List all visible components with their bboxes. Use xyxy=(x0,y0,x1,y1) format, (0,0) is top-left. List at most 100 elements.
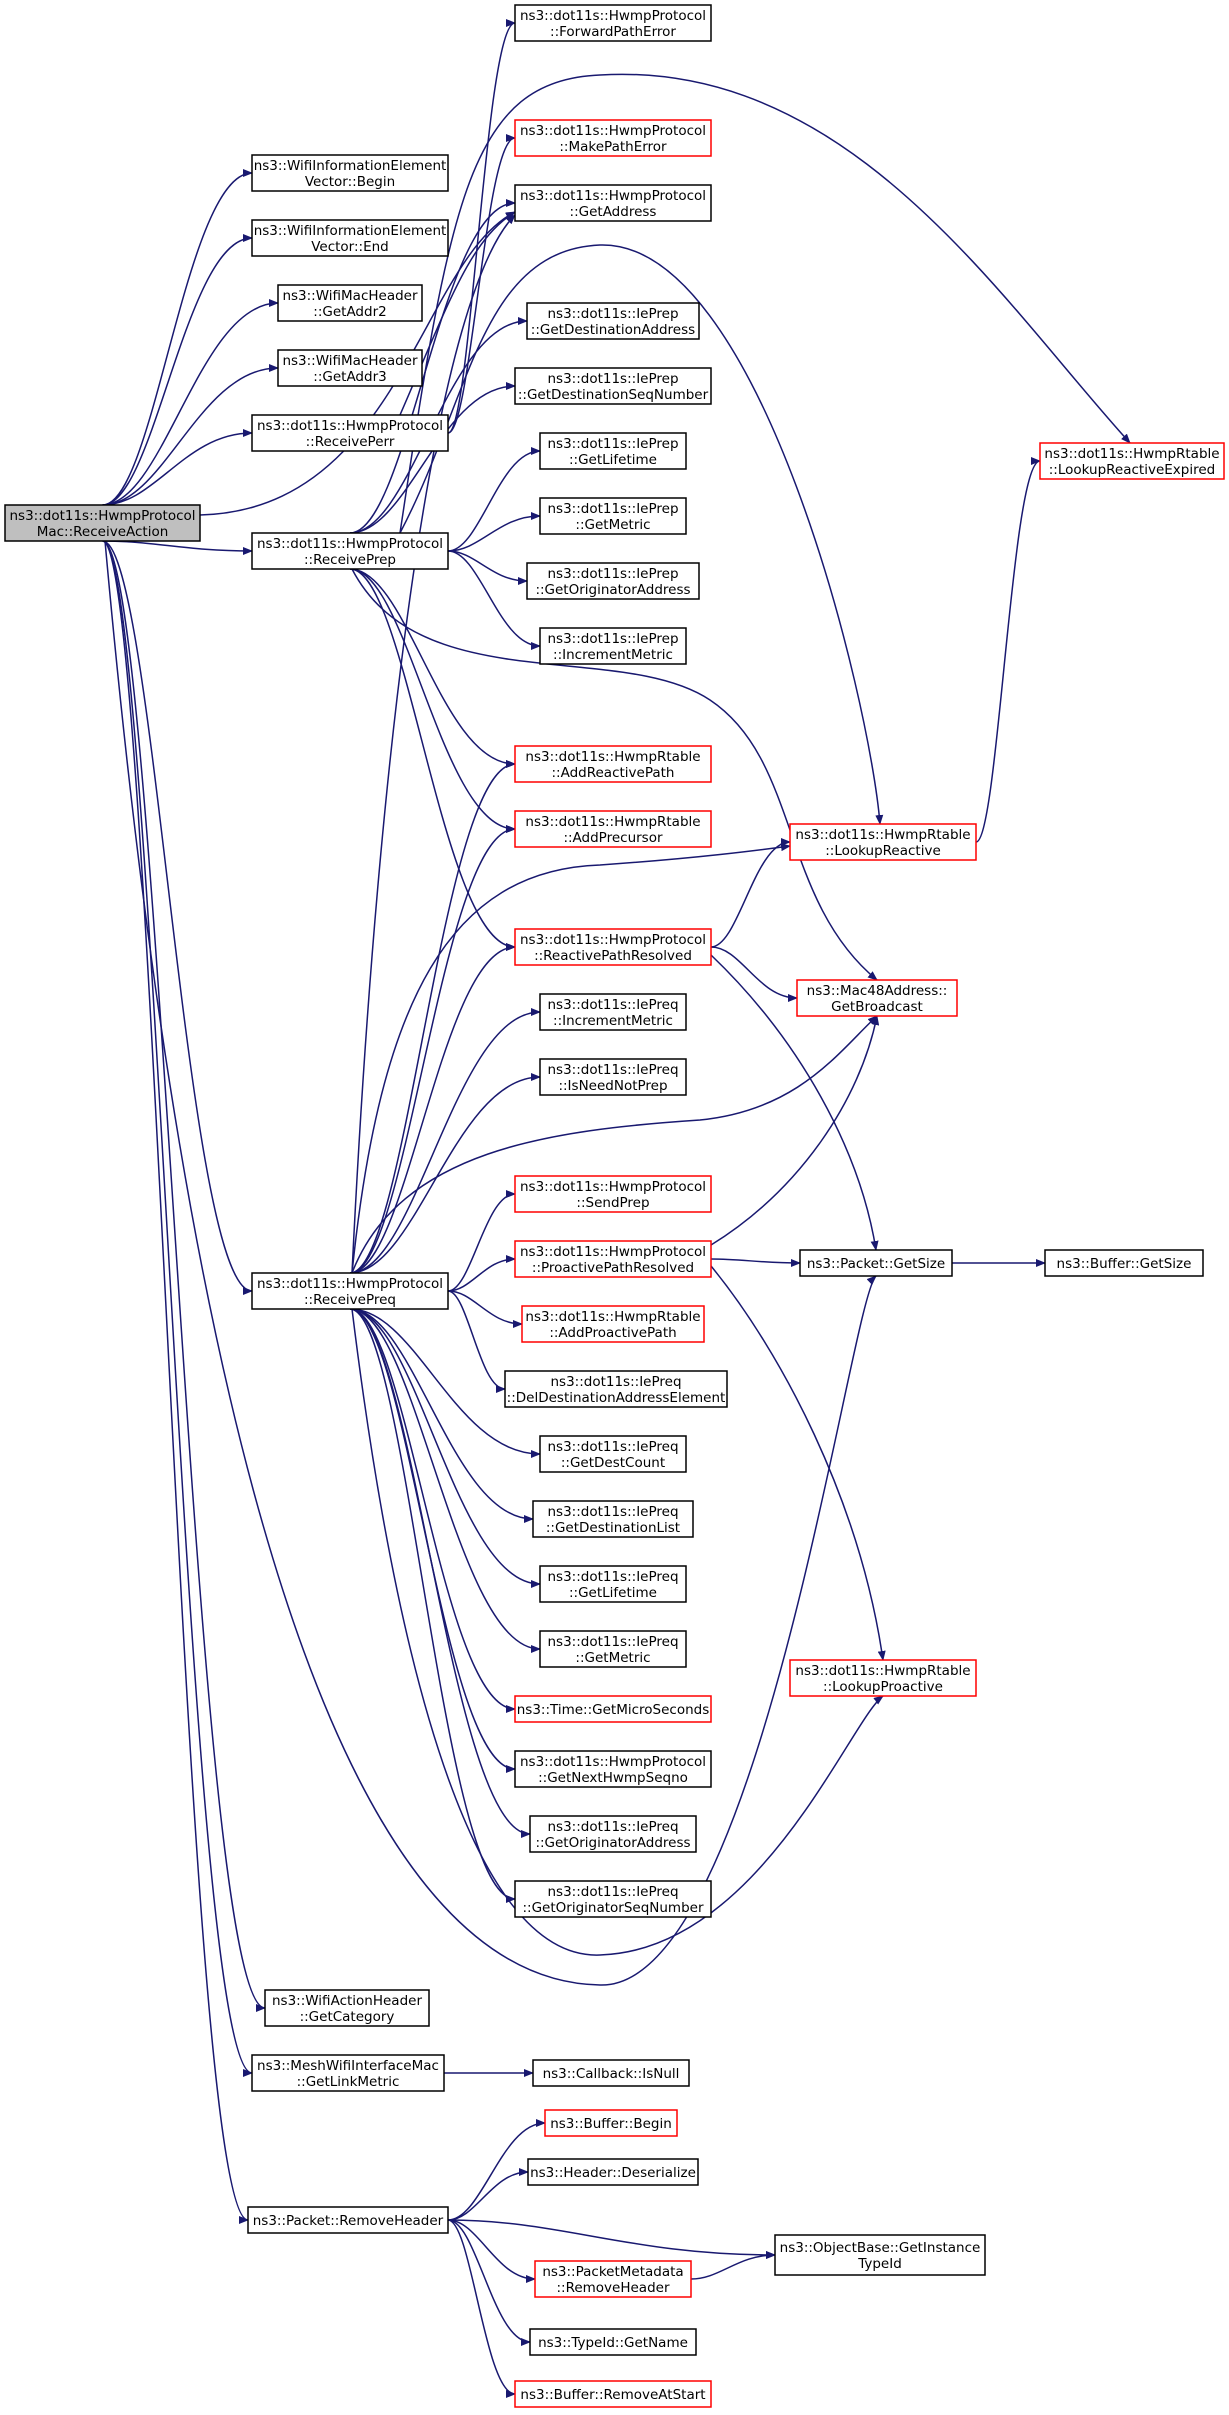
node-preq-increment-metric[interactable]: ns3::dot11s::IePreq::IncrementMetric xyxy=(539,993,687,1031)
node-label-line: ::GetCategory xyxy=(300,2009,395,2025)
node-box xyxy=(539,1058,687,1096)
node-receive-perr[interactable]: ns3::dot11s::HwmpProtocol::ReceivePerr xyxy=(251,414,449,452)
node-box xyxy=(251,532,449,570)
node-preq-get-lifetime[interactable]: ns3::dot11s::IePreq::GetLifetime xyxy=(539,1565,687,1603)
node-get-addr3[interactable]: ns3::WifiMacHeader::GetAddr3 xyxy=(277,349,423,387)
node-packet-metadata-remove-header[interactable]: ns3::PacketMetadata::RemoveHeader xyxy=(534,2260,692,2298)
node-label-line: ns3::dot11s::HwmpProtocol xyxy=(520,1754,706,1770)
node-box xyxy=(774,2234,986,2276)
node-proactive-path-resolved[interactable]: ns3::dot11s::HwmpProtocol::ProactivePath… xyxy=(514,1240,712,1278)
node-preq-get-orig-seq[interactable]: ns3::dot11s::IePreq::GetOriginatorSeqNum… xyxy=(514,1880,712,1918)
node-add-reactive-path[interactable]: ns3::dot11s::HwmpRtable::AddReactivePath xyxy=(514,745,712,783)
node-lookup-reactive-expired[interactable]: ns3::dot11s::HwmpRtable::LookupReactiveE… xyxy=(1039,442,1225,480)
node-make-path-error[interactable]: ns3::dot11s::HwmpProtocol::MakePathError xyxy=(514,119,712,157)
node-get-addr2[interactable]: ns3::WifiMacHeader::GetAddr2 xyxy=(277,284,423,322)
node-label-line: ns3::Buffer::GetSize xyxy=(1057,1256,1192,1272)
node-box xyxy=(4,504,201,542)
node-receive-action[interactable]: ns3::dot11s::HwmpProtocolMac::ReceiveAct… xyxy=(4,504,201,542)
edge-receive-prep-to-prep-get-metric xyxy=(447,512,541,552)
node-label-line: ns3::dot11s::HwmpRtable xyxy=(525,749,700,765)
node-label-line: ::GetAddr2 xyxy=(313,304,386,320)
node-prep-increment-metric[interactable]: ns3::dot11s::IePrep::IncrementMetric xyxy=(539,627,687,665)
node-send-prep[interactable]: ns3::dot11s::HwmpProtocol::SendPrep xyxy=(514,1175,712,1213)
node-box xyxy=(514,1880,712,1918)
node-preq-get-dest-list[interactable]: ns3::dot11s::IePreq::GetDestinationList xyxy=(532,1500,694,1538)
edge-receive-action-to-get-addr3 xyxy=(102,364,279,506)
node-label-line: ns3::dot11s::HwmpProtocol xyxy=(520,1179,706,1195)
node-get-next-hwmp-seqno[interactable]: ns3::dot11s::HwmpProtocol::GetNextHwmpSe… xyxy=(514,1750,712,1788)
node-box xyxy=(529,1815,697,1853)
node-label-line: ns3::dot11s::IePrep xyxy=(547,306,678,322)
node-lookup-reactive[interactable]: ns3::dot11s::HwmpRtable::LookupReactive xyxy=(789,823,977,861)
node-prep-get-lifetime[interactable]: ns3::dot11s::IePrep::GetLifetime xyxy=(539,432,687,470)
node-buffer-begin[interactable]: ns3::Buffer::Begin xyxy=(544,2109,678,2137)
node-label-line: ::GetAddress xyxy=(570,204,657,220)
edge-receive-action-to-packet-get-size xyxy=(104,540,877,1986)
node-label-line: ::IsNeedNotPrep xyxy=(558,1078,667,1094)
node-typeid-get-name[interactable]: ns3::TypeId::GetName xyxy=(529,2328,697,2356)
edge-receive-preq-to-preq-get-orig-seq xyxy=(349,1308,516,1903)
node-label-line: ns3::dot11s::HwmpProtocol xyxy=(9,508,195,524)
node-callback-is-null[interactable]: ns3::Callback::IsNull xyxy=(532,2059,690,2087)
node-label-line: ns3::WifiActionHeader xyxy=(272,1993,422,2009)
node-wah-get-category[interactable]: ns3::WifiActionHeader::GetCategory xyxy=(264,1989,430,2027)
edge-receive-action-to-receive-perr xyxy=(102,429,253,506)
node-prep-get-metric[interactable]: ns3::dot11s::IePrep::GetMetric xyxy=(539,497,687,535)
node-label-line: ns3::dot11s::IePrep xyxy=(547,501,678,517)
node-prep-get-dest-addr[interactable]: ns3::dot11s::IePrep::GetDestinationAddre… xyxy=(526,302,700,340)
node-label-line: ::GetDestinationAddress xyxy=(531,322,695,338)
node-preq-get-orig-addr[interactable]: ns3::dot11s::IePreq::GetOriginatorAddres… xyxy=(529,1815,697,1853)
node-label-line: ns3::dot11s::HwmpProtocol xyxy=(257,536,443,552)
node-del-dest-addr-element[interactable]: ns3::dot11s::IePreq::DelDestinationAddre… xyxy=(504,1370,728,1408)
node-box xyxy=(514,4,712,42)
edge-proactive-path-resolved-to-mac48-get-broadcast xyxy=(710,1015,880,1246)
node-preq-get-dest-count[interactable]: ns3::dot11s::IePreq::GetDestCount xyxy=(539,1435,687,1473)
node-packet-get-size[interactable]: ns3::Packet::GetSize xyxy=(799,1249,953,1277)
node-get-link-metric[interactable]: ns3::MeshWifiInterfaceMac::GetLinkMetric xyxy=(251,2054,445,2092)
node-label-line: ns3::WifiMacHeader xyxy=(282,288,418,304)
edge-receive-action-to-receive-prep xyxy=(102,540,253,555)
edge-receive-preq-to-preq-get-lifetime xyxy=(349,1308,541,1588)
edge-receive-prep-to-lookup-reactive-expired xyxy=(399,73,1131,534)
node-get-address[interactable]: ns3::dot11s::HwmpProtocol::GetAddress xyxy=(514,184,712,222)
node-buffer-remove-at-start[interactable]: ns3::Buffer::RemoveAtStart xyxy=(514,2380,712,2408)
node-label-line: ns3::ObjectBase::GetInstance xyxy=(780,2240,981,2256)
node-label-line: ns3::dot11s::HwmpRtable xyxy=(525,1309,700,1325)
node-preq-is-need-not-prep[interactable]: ns3::dot11s::IePreq::IsNeedNotPrep xyxy=(539,1058,687,1096)
node-forward-path-error[interactable]: ns3::dot11s::HwmpProtocol::ForwardPathEr… xyxy=(514,4,712,42)
node-preq-get-metric[interactable]: ns3::dot11s::IePreq::GetMetric xyxy=(539,1630,687,1668)
edge-receive-action-to-wie-begin xyxy=(102,169,253,506)
node-label-line: ::AddProactivePath xyxy=(549,1325,676,1341)
node-mac48-get-broadcast[interactable]: ns3::Mac48Address::GetBroadcast xyxy=(796,979,958,1017)
node-receive-preq[interactable]: ns3::dot11s::HwmpProtocol::ReceivePreq xyxy=(251,1272,449,1310)
node-receive-prep[interactable]: ns3::dot11s::HwmpProtocol::ReceivePrep xyxy=(251,532,449,570)
node-box xyxy=(251,414,449,452)
edge-receive-perr-to-forward-path-error xyxy=(447,19,516,434)
node-box xyxy=(514,184,712,222)
node-label-line: ::LookupReactive xyxy=(825,843,941,859)
node-label-line: ::GetDestinationList xyxy=(546,1520,680,1536)
edge-lookup-reactive-to-lookup-reactive-expired xyxy=(975,457,1041,843)
node-reactive-path-resolved[interactable]: ns3::dot11s::HwmpProtocol::ReactivePathR… xyxy=(514,928,712,966)
node-label-line: ns3::dot11s::HwmpProtocol xyxy=(257,1276,443,1292)
node-prep-get-orig-addr[interactable]: ns3::dot11s::IePrep::GetOriginatorAddres… xyxy=(526,562,700,600)
node-prep-get-dest-seq[interactable]: ns3::dot11s::IePrep::GetDestinationSeqNu… xyxy=(514,367,712,405)
node-add-proactive-path[interactable]: ns3::dot11s::HwmpRtable::AddProactivePat… xyxy=(521,1305,705,1343)
node-get-micro-seconds[interactable]: ns3::Time::GetMicroSeconds xyxy=(514,1695,712,1723)
node-remove-header[interactable]: ns3::Packet::RemoveHeader xyxy=(247,2206,449,2234)
node-buffer-get-size[interactable]: ns3::Buffer::GetSize xyxy=(1044,1249,1204,1277)
node-label-line: ::GetDestinationSeqNumber xyxy=(518,387,709,403)
node-header-deserialize[interactable]: ns3::Header::Deserialize xyxy=(527,2158,699,2186)
node-lookup-proactive[interactable]: ns3::dot11s::HwmpRtable::LookupProactive xyxy=(789,1659,977,1697)
node-box xyxy=(526,302,700,340)
node-box xyxy=(251,219,449,257)
edge-receive-preq-to-preq-is-need-not-prep xyxy=(349,1073,541,1274)
node-label-line: ::ReceivePerr xyxy=(306,434,395,450)
node-add-precursor[interactable]: ns3::dot11s::HwmpRtable::AddPrecursor xyxy=(514,810,712,848)
node-label-line: ns3::dot11s::HwmpProtocol xyxy=(257,418,443,434)
node-box xyxy=(514,745,712,783)
node-label-line: ::DelDestinationAddressElement xyxy=(507,1390,726,1406)
